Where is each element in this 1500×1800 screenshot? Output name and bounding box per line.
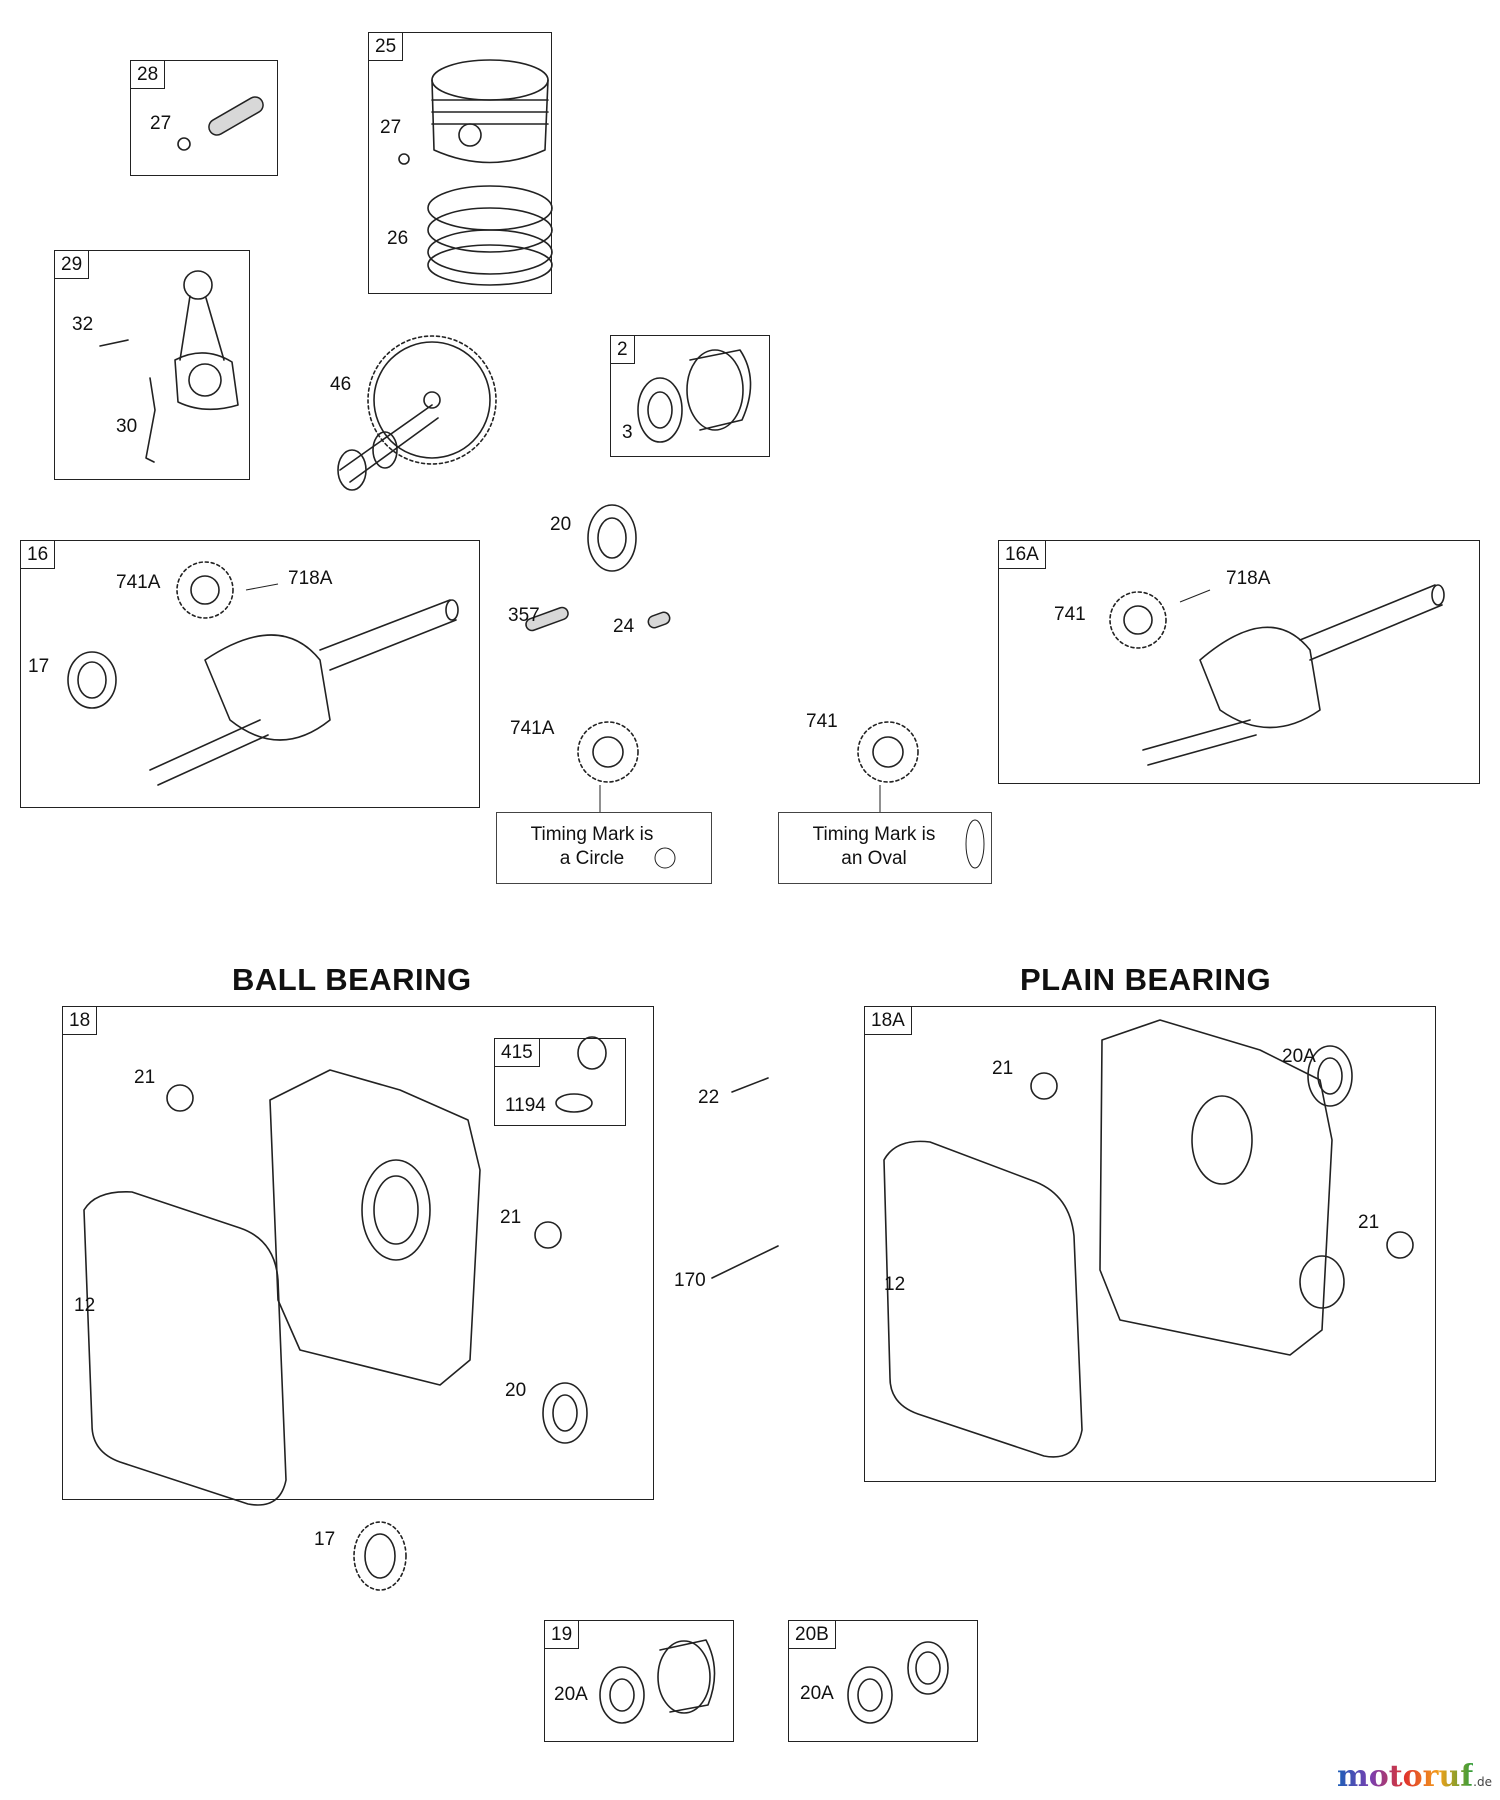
piston-pin-drawing xyxy=(177,96,264,151)
kit-number-20b: 20B xyxy=(789,1621,836,1649)
callout-12-a: 12 xyxy=(74,1295,96,1316)
kit-box-20b: 20B xyxy=(788,1620,978,1742)
bushing-drawing xyxy=(637,349,752,443)
callout-3: 3 xyxy=(622,422,633,443)
timing-mark-oval-note: Timing Mark is an Oval xyxy=(778,812,992,884)
callout-21-b: 21 xyxy=(500,1207,522,1228)
callout-170: 170 xyxy=(674,1270,706,1291)
plain-bearing-heading: PLAIN BEARING xyxy=(1020,962,1272,997)
camshaft-drawing xyxy=(337,335,497,491)
kit-box-415: 415 xyxy=(494,1038,626,1126)
kit-number-19: 19 xyxy=(545,1621,580,1649)
kit-number-2: 2 xyxy=(611,336,635,364)
callout-741-shaft: 741 xyxy=(1054,604,1086,625)
callout-12-b: 12 xyxy=(884,1274,906,1295)
bushing-kit-19-drawing xyxy=(599,1639,716,1724)
kit-number-29: 29 xyxy=(55,251,90,279)
callout-21-d: 21 xyxy=(1358,1212,1380,1233)
callout-22: 22 xyxy=(698,1087,720,1108)
ball-bearing-heading: BALL BEARING xyxy=(232,962,472,997)
connecting-rod-drawing xyxy=(99,270,239,463)
callout-17-bottom: 17 xyxy=(314,1529,336,1550)
callout-357: 357 xyxy=(508,605,540,626)
kit-box-18a: 18A xyxy=(864,1006,1436,1482)
crankshaft-drawing-left xyxy=(67,561,459,786)
callout-26: 26 xyxy=(387,228,409,249)
plain-bearing-cover-drawing xyxy=(883,1019,1414,1458)
callout-718a-shaft: 718A xyxy=(288,568,333,589)
piston-rings-drawing xyxy=(427,185,553,286)
crankshaft-drawing-right xyxy=(1109,584,1445,766)
callout-17-shaft: 17 xyxy=(28,656,50,677)
oil-seal-drawing xyxy=(587,504,637,572)
callout-21-a: 21 xyxy=(134,1067,156,1088)
kit-box-16: 16 xyxy=(20,540,480,808)
callout-1194: 1194 xyxy=(505,1095,546,1116)
watermark-tld: .de xyxy=(1473,1775,1492,1789)
callout-24: 24 xyxy=(613,616,635,637)
callout-21-c: 21 xyxy=(992,1058,1014,1079)
watermark-logo: motoruf.de xyxy=(1337,1759,1492,1794)
kit-box-25: 25 xyxy=(368,32,552,294)
ball-bearing-cover-drawing xyxy=(83,1036,607,1506)
kit-number-16a: 16A xyxy=(999,541,1046,569)
kit-number-16: 16 xyxy=(21,541,56,569)
timing-gear-drawings xyxy=(577,721,985,869)
callout-741a-gear: 741A xyxy=(510,718,555,739)
timing-mark-circle-note: Timing Mark is a Circle xyxy=(496,812,712,884)
callout-46: 46 xyxy=(330,374,352,395)
timing-mark-oval-text: Timing Mark is an Oval xyxy=(812,824,936,869)
kit-box-29: 29 xyxy=(54,250,250,480)
kit-number-415: 415 xyxy=(495,1039,540,1067)
kit-box-18: 18 xyxy=(62,1006,654,1500)
callout-20a-kit20b: 20A xyxy=(800,1683,834,1704)
callout-20-top: 20 xyxy=(550,514,572,535)
kit-box-19: 19 xyxy=(544,1620,734,1742)
callout-20a-cover: 20A xyxy=(1282,1046,1316,1067)
callout-718a-shaft-b: 718A xyxy=(1226,568,1271,589)
kit-box-28: 28 xyxy=(130,60,278,176)
kit-number-18: 18 xyxy=(63,1007,98,1035)
callout-32: 32 xyxy=(72,314,94,335)
callout-30: 30 xyxy=(116,416,138,437)
bushing-kit-20b-drawing xyxy=(847,1641,949,1724)
callout-27-pin: 27 xyxy=(150,113,172,134)
callout-20-cover: 20 xyxy=(505,1380,527,1401)
callout-27-piston: 27 xyxy=(380,117,402,138)
callout-741-gear: 741 xyxy=(806,711,838,732)
kit-number-18a: 18A xyxy=(865,1007,912,1035)
callout-20a-kit19: 20A xyxy=(554,1684,588,1705)
kit-box-16a: 16A xyxy=(998,540,1480,784)
timing-mark-circle-text: Timing Mark is a Circle xyxy=(530,824,654,869)
kit-number-28: 28 xyxy=(131,61,166,89)
watermark-name: motoruf xyxy=(1337,1759,1474,1794)
callout-741a-shaft: 741A xyxy=(116,572,161,593)
kit-number-25: 25 xyxy=(369,33,404,61)
piston-drawing xyxy=(398,59,549,165)
kit-box-2: 2 xyxy=(610,335,770,457)
